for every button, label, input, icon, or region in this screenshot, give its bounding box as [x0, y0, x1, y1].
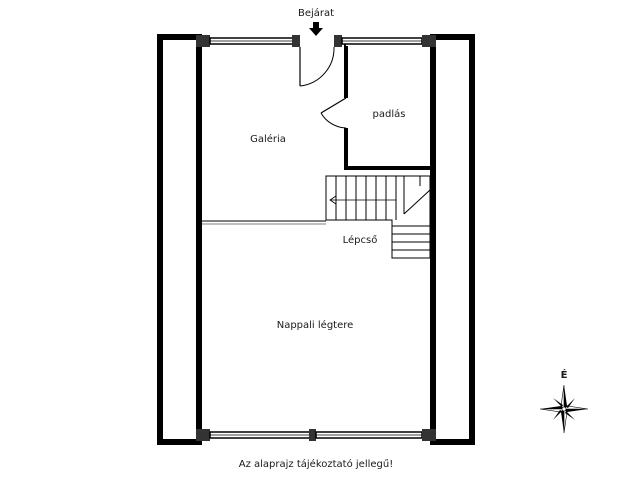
stairs-label: Lépcső	[343, 234, 378, 246]
compass-icon	[539, 384, 589, 434]
top-wall	[196, 35, 436, 47]
right-outer-wall	[430, 34, 475, 445]
attic-room	[320, 44, 434, 170]
left-outer-wall	[157, 34, 202, 445]
entrance-arrow-icon	[309, 22, 323, 36]
staircase	[325, 175, 431, 259]
entrance-door	[299, 46, 335, 87]
living-airspace-label: Nappali légtere	[277, 319, 354, 331]
gallery-label: Galéria	[250, 133, 286, 145]
bottom-wall	[196, 429, 436, 441]
entrance-label: Bejárat	[298, 7, 334, 19]
north-label: É	[561, 368, 568, 381]
disclaimer: Az alaprajz tájékoztató jellegű!	[239, 458, 393, 470]
attic-label: padlás	[373, 108, 406, 120]
